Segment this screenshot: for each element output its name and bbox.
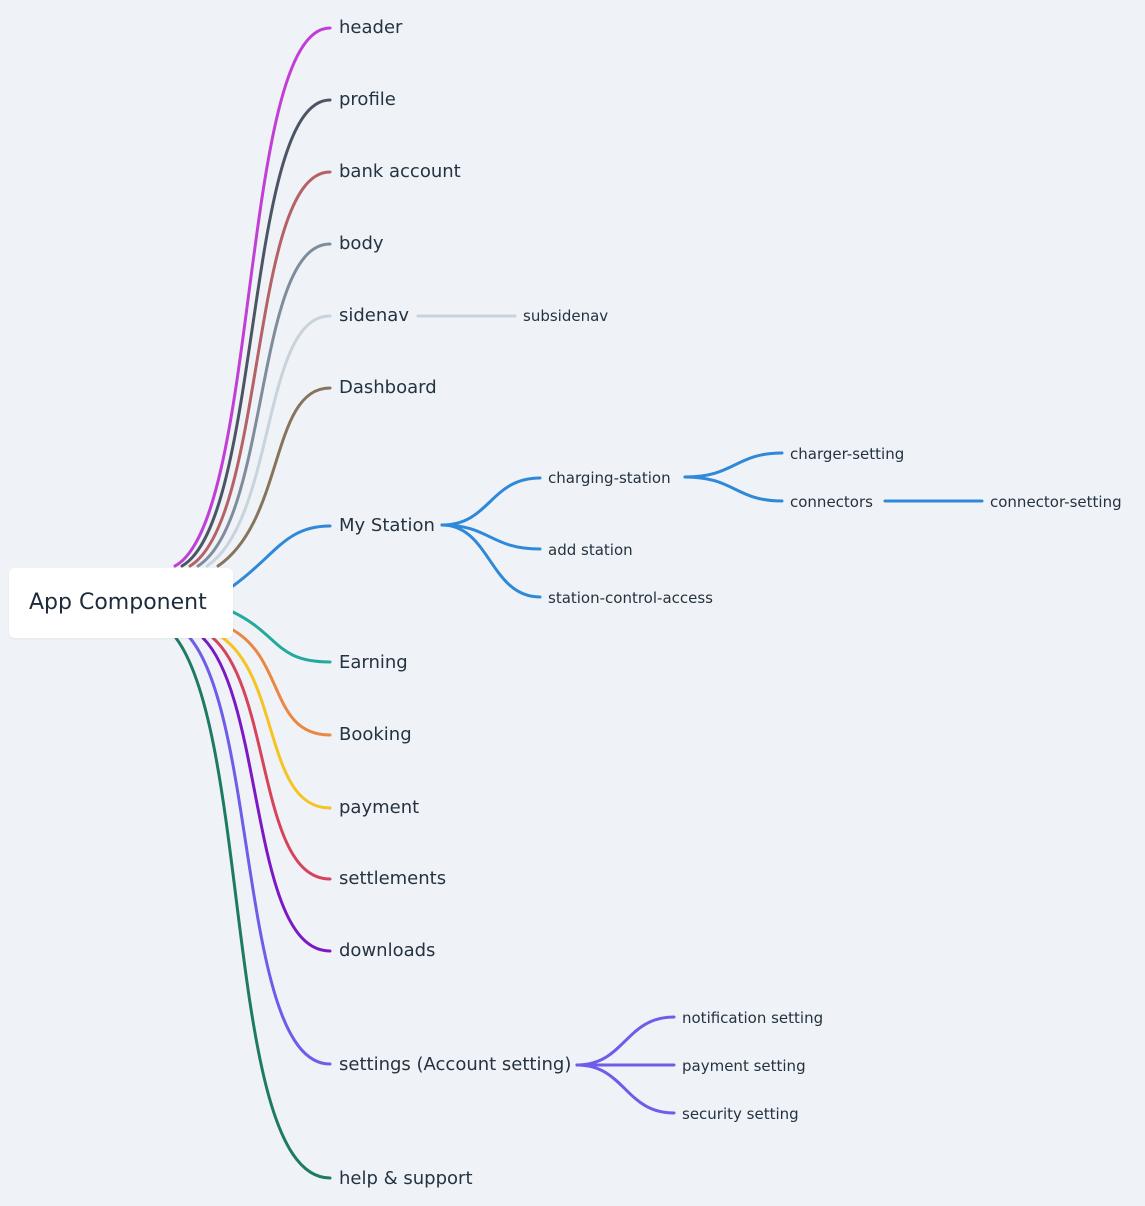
node-settlements[interactable]: settlements <box>339 868 447 889</box>
node-earning[interactable]: Earning <box>339 652 408 673</box>
node-payment-setting[interactable]: payment setting <box>682 1057 806 1075</box>
node-subsidenav[interactable]: subsidenav <box>523 307 609 325</box>
node-charger-setting[interactable]: charger-setting <box>790 445 905 463</box>
link-earning <box>231 610 332 664</box>
link-security-setting <box>575 1063 676 1115</box>
node-station-control-access[interactable]: station-control-access <box>548 589 713 607</box>
node-help-support[interactable]: help & support <box>339 1168 473 1189</box>
node-connector-setting[interactable]: connector-setting <box>990 493 1122 511</box>
link-dashboard <box>216 386 332 568</box>
node-payment[interactable]: payment <box>339 797 420 818</box>
link-charger-setting <box>683 451 784 479</box>
node-downloads[interactable]: downloads <box>339 940 436 961</box>
link-connectors <box>683 475 784 503</box>
link-bank-account <box>188 170 332 568</box>
root-node[interactable]: App Component <box>9 568 233 638</box>
node-body[interactable]: body <box>339 233 384 254</box>
node-notification-setting[interactable]: notification setting <box>682 1009 824 1027</box>
link-booking <box>231 628 332 737</box>
node-security-setting[interactable]: security setting <box>682 1105 799 1123</box>
node-booking[interactable]: Booking <box>339 724 412 745</box>
link-sidenav <box>205 314 332 568</box>
link-station-control-access <box>440 523 542 599</box>
node-connectors[interactable]: connectors <box>790 493 873 511</box>
node-dashboard[interactable]: Dashboard <box>339 377 437 398</box>
node-charging-station[interactable]: charging-station <box>548 469 671 487</box>
root-node-label: App Component <box>29 590 207 615</box>
link-my-station <box>231 524 332 588</box>
link-settlements <box>211 636 332 881</box>
node-bank-account[interactable]: bank account <box>339 161 461 182</box>
link-settings <box>188 636 332 1066</box>
node-add-station[interactable]: add station <box>548 541 633 559</box>
link-header <box>173 26 332 568</box>
link-charging-station <box>440 476 542 527</box>
link-profile <box>180 98 332 568</box>
node-profile[interactable]: profile <box>339 89 396 110</box>
link-body <box>196 242 332 568</box>
node-sidenav[interactable]: sidenav <box>339 305 409 326</box>
node-settings[interactable]: settings (Account setting) <box>339 1054 572 1075</box>
node-my-station[interactable]: My Station <box>339 515 435 536</box>
link-downloads <box>201 636 332 953</box>
link-payment <box>221 636 332 810</box>
link-help-support <box>174 636 332 1180</box>
link-notification-setting <box>575 1015 676 1067</box>
node-header[interactable]: header <box>339 17 403 38</box>
